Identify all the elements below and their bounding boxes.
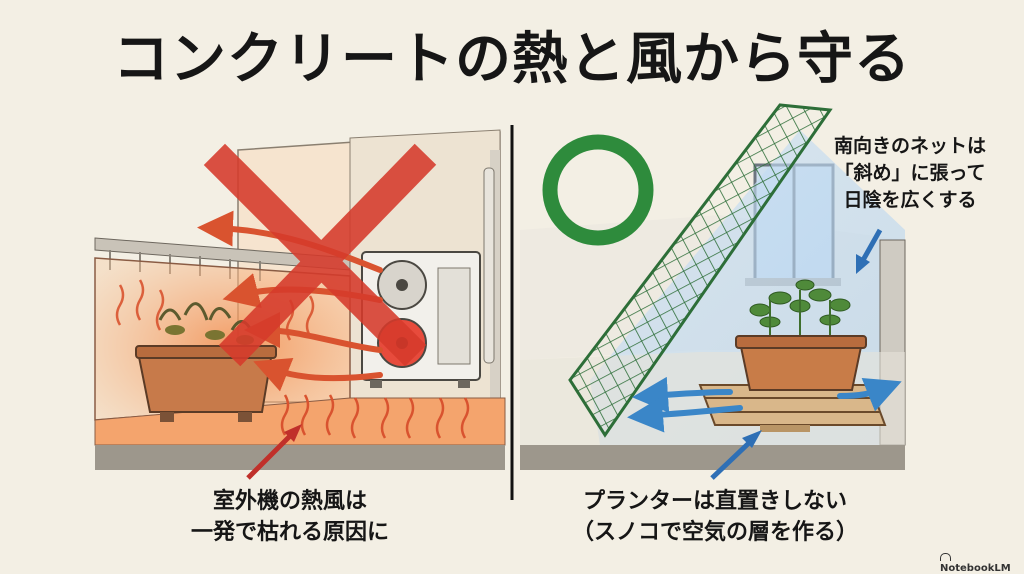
caption-line: 室外機の熱風は xyxy=(212,489,367,514)
page-title: コンクリートの熱と風から守る xyxy=(113,27,911,92)
notebooklm-logo-icon xyxy=(940,553,951,561)
watermark: NotebookLM xyxy=(940,552,1024,574)
wrong-cross-mark xyxy=(203,143,437,367)
watermark-text: NotebookLM xyxy=(940,563,1011,574)
right-scene xyxy=(520,103,906,480)
left-caption: 室外機の熱風は 一発で枯れる原因に xyxy=(150,486,430,548)
left-scene xyxy=(94,129,506,480)
pallet-pointer-arrow xyxy=(710,430,762,480)
heat-pointer-arrow xyxy=(246,424,302,480)
caption-line: （スノコで空気の層を作る） xyxy=(571,520,858,545)
net-tip-note: 南向きのネットは 「斜め」に張って 日陰を広くする xyxy=(805,133,1015,214)
healthy-planter xyxy=(735,279,867,391)
note-line: 南向きのネットは xyxy=(833,135,986,157)
note-line: 日陰を広くする xyxy=(843,189,977,211)
note-line: 「斜め」に張って xyxy=(834,162,986,184)
caption-line: プランターは直置きしない xyxy=(582,489,847,514)
correct-circle-mark xyxy=(542,134,654,246)
slanted-shade-net xyxy=(568,103,833,438)
caption-line: 一発で枯れる原因に xyxy=(190,520,389,545)
right-caption: プランターは直置きしない （スノコで空気の層を作る） xyxy=(530,486,900,548)
net-pointer-arrow xyxy=(856,228,883,274)
